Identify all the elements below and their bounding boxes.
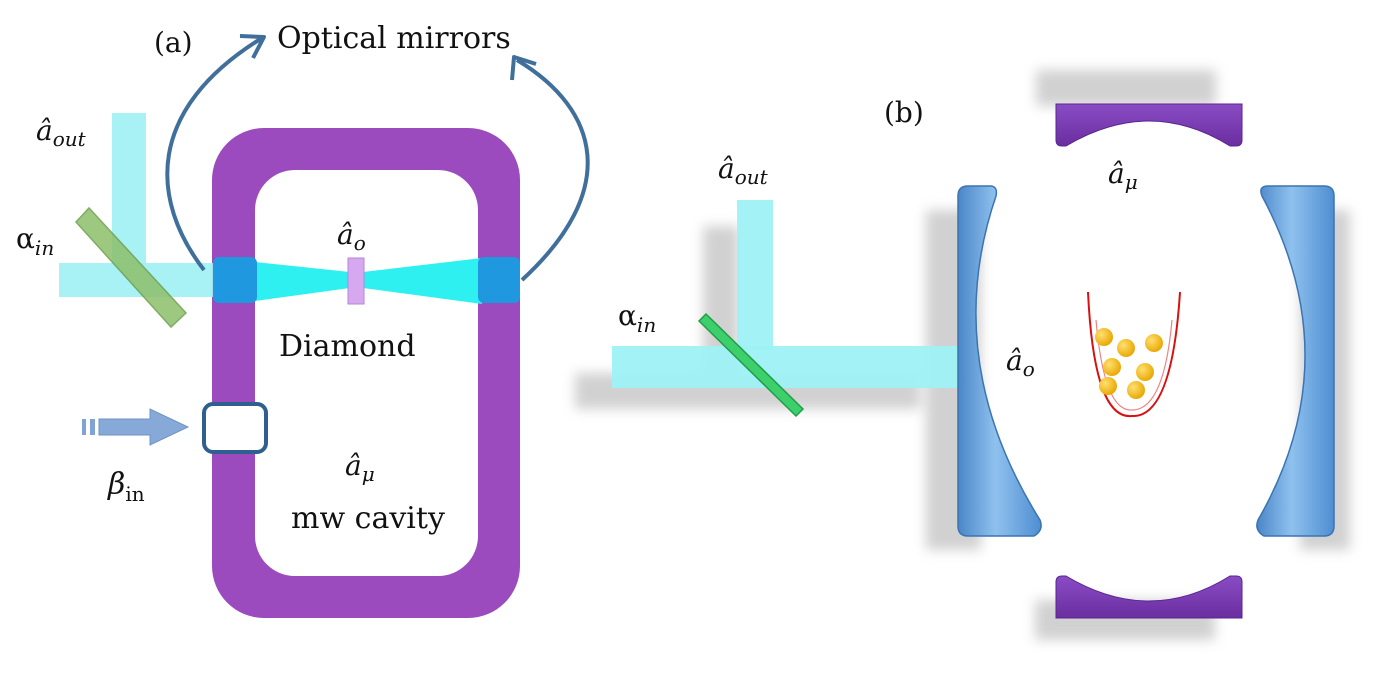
b-a-o-label: âo (1006, 344, 1035, 381)
a-out-label: âout (36, 114, 87, 151)
b-optical-mirror-right (1256, 185, 1335, 537)
optical-mirror-right (478, 257, 520, 303)
mirror-pointer-arrow-left (165, 36, 264, 272)
b-trap-potential (1087, 291, 1181, 418)
beam-splitter (74, 206, 188, 329)
mirror-pointer-arrow-right (515, 58, 590, 282)
optical-mirrors-label: Optical mirrors (277, 21, 511, 56)
b-output-beam (737, 200, 773, 350)
a-o-label: âo (337, 218, 366, 255)
alpha-in-label: αin (16, 222, 54, 260)
arrow-head-right (510, 55, 537, 81)
a-mu-label: âμ (345, 449, 375, 486)
panel-b-tag: (b) (884, 96, 924, 129)
b-trap-potential-inner (1095, 319, 1173, 411)
diamond-label: Diamond (279, 329, 416, 364)
b-mw-mirror-top (1055, 103, 1243, 147)
diamond-crystal (347, 257, 365, 305)
b-input-beam (612, 346, 957, 388)
b-a-out-label: âout (718, 152, 769, 189)
b-optical-mirror-left (957, 185, 1042, 537)
intracavity-beam-right (363, 258, 482, 304)
optical-mirror-left (213, 257, 257, 303)
b-mw-mirror-bottom (1055, 575, 1243, 619)
arrow-head-left (239, 34, 266, 59)
panel-b: (b) âout αin âμ âo (575, 70, 1350, 640)
intracavity-beam (255, 262, 350, 301)
b-beam-splitter (697, 312, 805, 418)
b-atoms (1095, 328, 1163, 399)
panel-a-tag: (a) (154, 26, 193, 59)
mw-input-port (202, 402, 268, 454)
beta-in-label: βin (107, 467, 145, 506)
mw-input-arrow (82, 408, 190, 446)
b-alpha-in-label: αin (618, 299, 656, 337)
b-a-mu-label: âμ (1108, 157, 1138, 194)
mw-cavity-ring (212, 128, 520, 618)
panel-a: (a) Optical mirrors âout αin âo Diamond … (16, 21, 590, 618)
mw-cavity-label: mw cavity (291, 501, 445, 536)
